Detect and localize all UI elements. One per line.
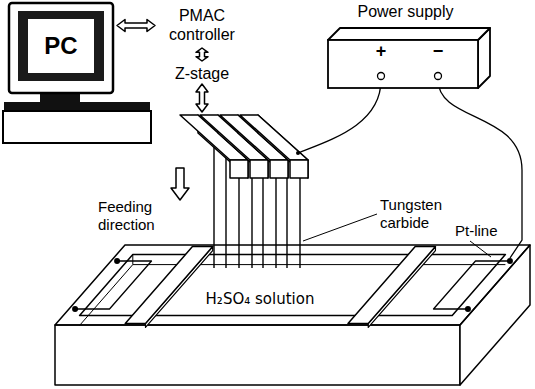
computer-name: PC [28,19,94,73]
holder-bar-end [230,160,248,178]
pt-wire [75,261,151,309]
electrode-rail [125,247,212,324]
electrolyte-name: H₂SO₄ solution [190,290,330,308]
terminal-sign: + [373,41,389,63]
tank-front [55,325,460,385]
holder-bar-end [250,160,268,178]
feed-arrow [171,168,189,200]
terminal [378,73,385,80]
electrode-rail [348,247,435,324]
double-arrow [117,20,155,32]
cathode-wire [438,80,522,258]
electrode-pin [225,156,226,268]
pt-contact [507,258,513,264]
motion-label: Feeding direction [98,198,168,234]
pt-contact [465,306,471,312]
terminal-sign: − [430,41,446,63]
wire-contact [296,151,300,155]
anode-wire [298,80,381,153]
stage-label: Z-stage [167,64,237,84]
tank-rim [55,245,530,325]
controller-label: PMAC controller [158,6,246,45]
monitor-stand [40,94,80,102]
terminal [435,73,442,80]
monitor-screen [18,11,104,81]
pt-contact [114,258,120,264]
leader-line [303,214,377,241]
node-outline [50,240,535,389]
controller-name: PMAC controller [158,6,246,44]
supply-name: Power supply [318,2,493,21]
holder-bar-top [240,115,308,160]
power-supply: Power supply + − [318,0,493,92]
electrode-holder [180,115,308,178]
computer-base [3,111,151,143]
pc-monitor: PC [8,2,114,94]
supply-top [328,28,490,40]
pt-wire [434,261,510,309]
part-label: Tungsten carbide [380,196,452,232]
pt-contact [72,306,78,312]
electrode-pin [213,146,214,268]
holder-bar-end [290,160,308,178]
double-arrow [196,84,208,112]
keyboard-bar [4,102,150,111]
monitor-frame [9,3,113,93]
part-label: Pt-line [455,222,515,240]
electrode-pins [214,146,300,268]
screen-window [28,19,94,73]
tank-inner-corner [132,255,133,265]
double-arrow [196,48,208,61]
stage-name: Z-stage [167,64,237,83]
holder-bar-end [270,160,288,178]
supply-front [328,40,478,88]
tank-drawing [55,245,530,385]
electrolyte-tank: H₂SO₄ solution [50,240,535,389]
